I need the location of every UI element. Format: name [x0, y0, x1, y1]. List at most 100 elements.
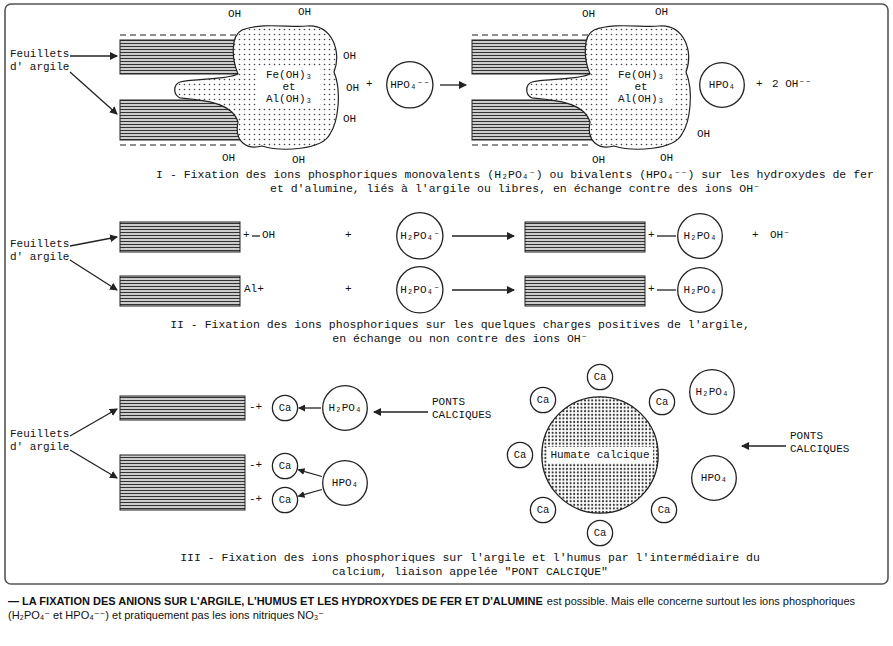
text-label: OH	[298, 6, 311, 19]
text-label: +	[756, 78, 763, 91]
text-label: OH	[343, 113, 356, 126]
reaction-arrow	[452, 235, 514, 236]
clay-sheet	[472, 40, 592, 74]
text-label: +	[648, 283, 655, 296]
panel-caption: II - Fixation des ions phosphoriques sur…	[160, 318, 760, 346]
pointer-arrow	[70, 450, 117, 478]
calcium-circle: Ca	[530, 387, 556, 413]
circle-shape	[272, 453, 297, 478]
bond-arrow	[299, 490, 322, 497]
charge-dashes	[472, 144, 592, 145]
node-text: H₂PO₄	[683, 284, 716, 296]
clay-sheet	[120, 276, 240, 306]
node-text: Ca	[658, 504, 671, 516]
node-text: Fe(OH)₃ et Al(OH)₃	[258, 68, 320, 106]
circle-shape	[587, 520, 612, 545]
node-text: H₂PO₄	[695, 386, 728, 398]
node-text: Ca	[656, 396, 669, 408]
circle-shape	[542, 397, 658, 513]
bridge-arrow	[374, 411, 428, 412]
bond-line	[657, 235, 676, 236]
node-text: H₂PO₄	[683, 230, 716, 242]
pointer-arrow	[70, 409, 117, 436]
node-text: Ca	[279, 460, 292, 472]
circle-shape	[397, 267, 443, 313]
reaction-arrow	[440, 84, 466, 85]
node-text: Fe(OH)₃ et Al(OH)₃	[610, 68, 672, 106]
node-text: Ca	[514, 449, 527, 461]
ion-circle: H₂PO₄⁻	[396, 212, 444, 260]
calcium-circle: Ca	[530, 497, 556, 523]
circle-shape	[272, 487, 297, 512]
calcium-circle: Ca	[507, 442, 533, 468]
circle-shape	[587, 364, 612, 389]
calcium-circle: Ca	[587, 364, 613, 390]
text-label: OH	[228, 8, 241, 21]
bond-line	[252, 235, 260, 236]
calcium-circle: Ca	[651, 497, 677, 523]
frame	[5, 4, 888, 584]
text-label: Feuillets d' argile	[10, 428, 80, 454]
circle-shape	[678, 268, 723, 313]
node-text: Ca	[279, 402, 292, 414]
text-label: OH	[292, 154, 305, 167]
blob-text-area: Fe(OH)₃ et Al(OH)₃	[598, 22, 684, 152]
hydroxide-blob: Fe(OH)₃ et Al(OH)₃	[172, 22, 340, 152]
pointer-arrow	[70, 260, 117, 290]
calcium-circle: Ca	[272, 395, 298, 421]
blob-text-area: Fe(OH)₃ et Al(OH)₃	[246, 22, 332, 152]
charge-dashes	[120, 144, 240, 145]
text-label: +	[752, 229, 759, 242]
circle-shape	[692, 456, 737, 501]
charge-dashes	[472, 34, 592, 35]
text-label: OH⁻	[770, 229, 790, 242]
pointer-arrow	[70, 55, 117, 56]
circle-shape	[530, 497, 555, 522]
text-label: Feuillets d' argile	[10, 48, 80, 74]
pointer-arrow	[70, 237, 117, 246]
ion-circle: HPO₄	[691, 455, 737, 501]
circle-shape	[507, 442, 532, 467]
blob-shape	[527, 26, 691, 149]
ion-circle: HPO₄⁻⁻	[386, 61, 434, 109]
clay-sheet	[120, 396, 245, 420]
node-text: HPO₄	[332, 477, 358, 489]
text-label: -+	[249, 401, 262, 414]
panel-caption: III - Fixation des ions phosphoriques su…	[150, 551, 790, 579]
text-label: +	[345, 229, 352, 242]
text-label: -+	[249, 459, 262, 472]
clay-sheet	[120, 40, 240, 74]
ion-circle: HPO₄	[699, 62, 745, 108]
bond-line	[657, 289, 676, 290]
circle-shape	[700, 63, 745, 108]
text-label: 2 OH⁻⁻	[772, 78, 812, 91]
ion-circle: H₂PO₄	[677, 213, 723, 259]
panel-caption: I - Fixation des ions phosphoriques mono…	[150, 168, 880, 196]
text-label: Al+	[244, 283, 264, 296]
text-label: OH	[592, 154, 605, 167]
ion-circle: H₂PO₄⁻	[396, 266, 444, 314]
clay-sheet	[525, 276, 645, 306]
text-label: OH	[655, 6, 668, 19]
ion-circle: H₂PO₄	[322, 385, 368, 431]
node-text: HPO₄	[701, 472, 727, 484]
node-text: H₂PO₄	[328, 402, 361, 414]
ion-circle: H₂PO₄	[677, 267, 723, 313]
node-text: HPO₄	[709, 79, 735, 91]
hydroxide-blob: Fe(OH)₃ et Al(OH)₃	[524, 22, 692, 152]
ion-circle: HPO₄	[322, 460, 368, 506]
clay-sheet	[120, 455, 245, 510]
text-label: OH	[222, 152, 235, 165]
text-label: OH	[343, 50, 356, 63]
text-label: +	[243, 229, 250, 242]
node-text: Ca	[594, 527, 607, 539]
circle-shape	[397, 213, 443, 259]
bonds	[252, 236, 676, 290]
ion-circle: H₂PO₄	[689, 369, 735, 415]
text-label: +	[648, 229, 655, 242]
calcium-circle: Ca	[272, 487, 298, 513]
circle-shape	[651, 497, 676, 522]
circle-shape	[323, 386, 368, 431]
node-text: Ca	[594, 371, 607, 383]
text-label: PONTS CALCIQUES	[790, 430, 870, 456]
